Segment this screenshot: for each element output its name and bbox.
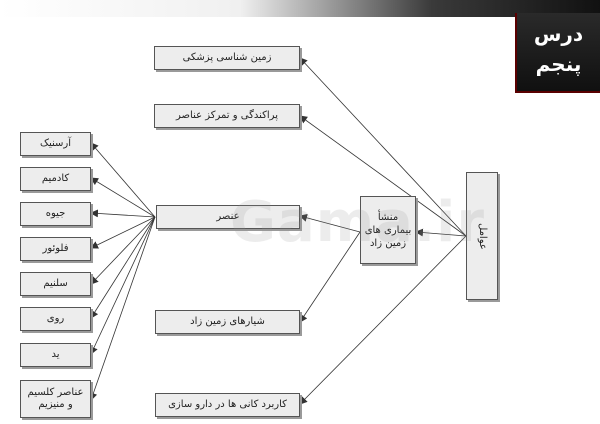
node-factors: عوامل [466,172,498,300]
element-item-arsenic: آرسنیک [20,132,91,156]
element-item-selenium: سلنیم [20,272,91,296]
arrow-to-arsenic [90,142,156,218]
arrow-to-selenium [90,216,156,285]
arrow-to-distribution [299,115,467,237]
element-item-zinc: روی [20,307,91,331]
node-distribution-concentration: پراکندگی و تمرکز عناصر [154,104,300,128]
arrow-to-grooves [299,231,361,323]
arrow-to-calcium-magnesium [89,216,156,401]
node-medical-geology: زمین شناسی پزشکی [154,46,300,70]
element-item-calcium-magnesium: عناصر کلسیم و منیزیم [20,380,91,418]
element-item-cadmium: کادمیم [20,167,91,191]
element-item-iodine: ید [20,343,91,367]
arrow-to-medical-geology [299,57,467,237]
lesson-title-block: درس پنجم [515,13,600,93]
node-geogenic-grooves: شیارهای زمین زاد [155,310,300,334]
lesson-title: درس پنجم [533,22,584,76]
element-item-fluorine: فلوئور [20,237,91,261]
arrow-to-fluorine [90,216,156,249]
node-origin-of-geogenic-diseases: منشأ بیماری های زمین زاد [360,196,416,264]
node-factors-label: عوامل [477,222,488,250]
arrow-to-center [415,228,467,237]
element-item-mercury: جیوه [20,202,91,226]
node-mineral-drug-applications: کاربرد کانی ها در دارو سازی [155,393,300,417]
top-gradient-bar [0,0,600,17]
arrow-to-element [299,213,361,233]
node-element: عنصر [156,205,300,229]
arrow-to-applications [299,235,467,405]
arrow-to-zinc [90,216,156,319]
arrow-to-cadmium [90,177,156,218]
arrow-to-mercury [90,209,156,218]
arrow-to-iodine [90,216,156,355]
